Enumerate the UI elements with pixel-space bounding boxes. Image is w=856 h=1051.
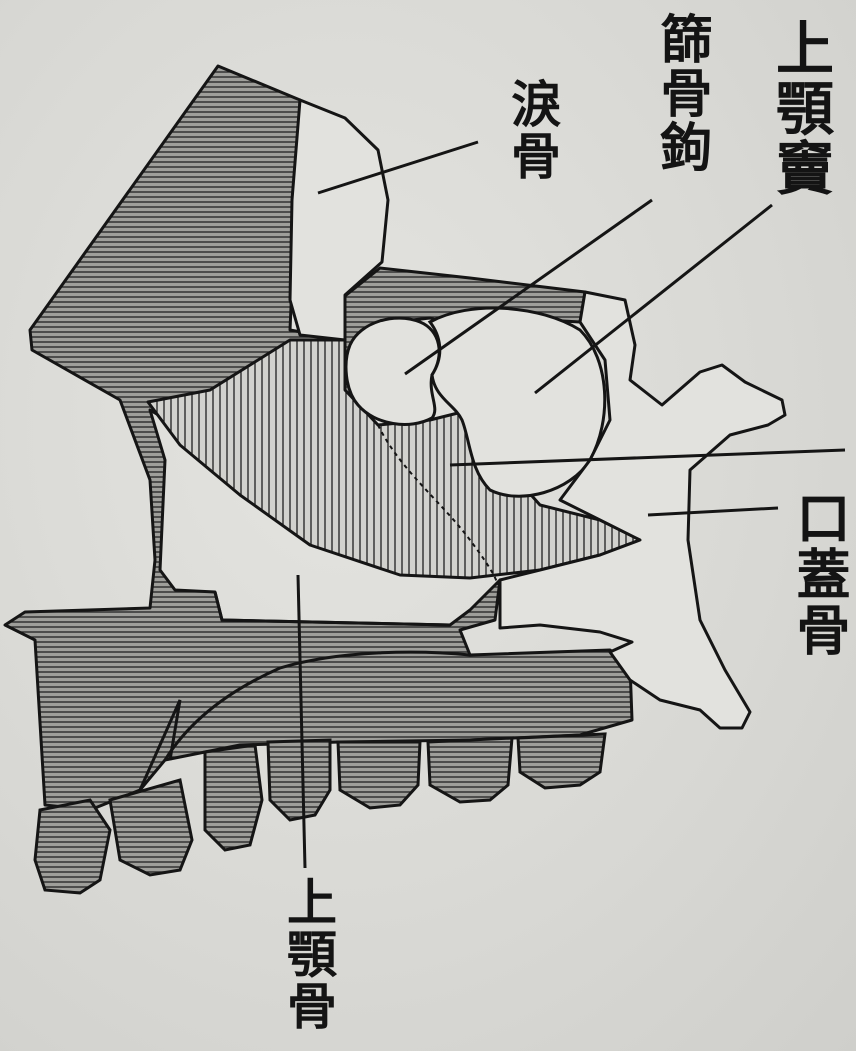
- ethmoid-hook: [346, 318, 439, 424]
- label-maxilla: 上顎骨: [272, 876, 344, 1032]
- label-lacrimal-bone: 淚骨: [496, 78, 568, 182]
- label-maxillary-sinus: 上顎竇: [758, 18, 842, 198]
- label-palatine-bone: 口蓋骨: [780, 490, 856, 658]
- label-ethmoid-hook: 篩骨鉤: [644, 12, 719, 174]
